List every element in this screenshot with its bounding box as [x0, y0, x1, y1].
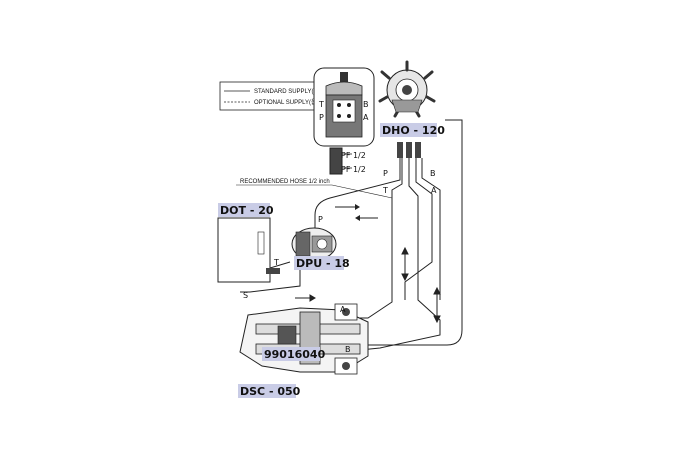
pump-port-p: P [318, 215, 323, 224]
tag-cylinder: DSC - 050 [240, 385, 301, 398]
tag-pump-bg [294, 256, 344, 270]
fitting-block [329, 147, 343, 175]
power-pump: P [291, 215, 337, 261]
legend: STANDARD SUPPLY(기본공급) OPTIONAL SUPPLY(옵션… [219, 81, 338, 111]
tag-cylinder-bg [238, 384, 296, 398]
tag-tank-bg [218, 203, 270, 217]
helm-port-t: T [318, 100, 324, 109]
oil-tank: T S [217, 217, 280, 300]
hoses [240, 119, 463, 351]
legend-standard-text: STANDARD SUPPLY(기본공급) [254, 87, 338, 95]
legend-box [219, 81, 321, 111]
helm-cap [325, 81, 363, 96]
tag-valve-bg [262, 347, 320, 361]
helm-port-a: A [363, 113, 369, 122]
cylinder-port-b: B [345, 345, 351, 354]
port-b: B [430, 169, 436, 178]
tag-helm-bg [380, 123, 437, 137]
tag-tank: DOT - 20 [220, 204, 274, 217]
component-tags: DHO - 120 DOT - 20 DPU - 18 99016040 DSC… [218, 123, 445, 398]
tag-pump: DPU - 18 [296, 257, 350, 270]
fittings: PF 1/2 PF 1/2 [329, 142, 421, 175]
port-t: T [382, 186, 388, 195]
tag-valve: 99016040 [264, 348, 326, 361]
fitting-lower-label: PF 1/2 [341, 165, 366, 174]
fitting-upper-label: PF 1/2 [341, 151, 366, 160]
hose-note: RECOMMENDED HOSE 1/2 inch [240, 179, 330, 185]
port-p: P [383, 169, 388, 178]
helm-port-b: B [363, 100, 369, 109]
tag-helm: DHO - 120 [382, 124, 445, 137]
helm-pump-symbol: T B P A [313, 67, 375, 147]
pump-port-t: T [273, 258, 279, 267]
helm-shaft [340, 72, 348, 84]
steering-cylinder: A B [239, 303, 369, 375]
legend-optional-text: OPTIONAL SUPPLY(옵션공급) [254, 98, 335, 106]
port-a: A [431, 186, 437, 195]
cylinder-port-a: A [340, 305, 346, 314]
helm-port-p: P [319, 113, 324, 122]
tank-port-s: S [243, 291, 248, 300]
helm-port-block [332, 99, 356, 123]
helm-wheel [378, 60, 436, 118]
